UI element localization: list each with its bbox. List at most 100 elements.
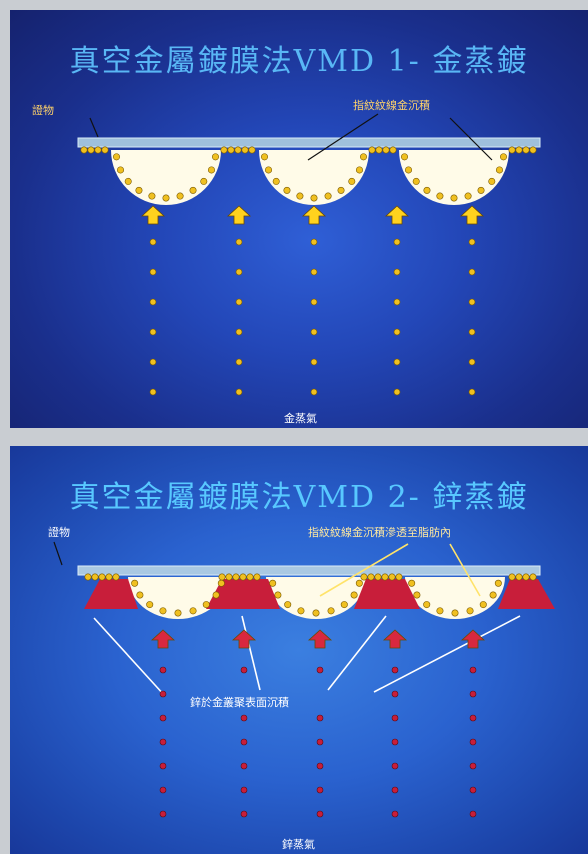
- gold-dot: [227, 146, 235, 154]
- vapor-dot: [159, 690, 167, 698]
- panel1-title: 真空金屬鍍膜法VMD 1- 金蒸鍍: [69, 44, 529, 79]
- vapor-dot: [149, 328, 157, 336]
- gold-dot: [367, 573, 375, 581]
- zinc-pointer: [93, 617, 166, 697]
- vapor-dot: [469, 738, 477, 746]
- vapor-dot: [393, 358, 401, 366]
- gold-dot: [248, 146, 256, 154]
- up-arrow: [384, 205, 410, 225]
- gold-dot: [98, 573, 106, 581]
- gold-dot: [261, 153, 269, 161]
- vapor-dot: [240, 762, 248, 770]
- vapor-dot: [391, 738, 399, 746]
- gold-dot: [272, 177, 280, 185]
- gold-dot: [284, 601, 292, 609]
- gold-dot: [466, 607, 474, 615]
- gold-dot: [488, 177, 496, 185]
- evidence-label: 證物: [48, 526, 70, 539]
- gold-dot: [296, 192, 304, 200]
- vapor-dot: [159, 762, 167, 770]
- penetration-pointer: [319, 543, 409, 597]
- gold-dot: [131, 579, 139, 587]
- gold-dot: [80, 146, 88, 154]
- deposit-pointer: [449, 117, 493, 161]
- zinc-vapor-dots: [159, 666, 477, 818]
- gold-dot: [479, 601, 487, 609]
- gold-dot: [359, 153, 367, 161]
- gold-dot: [350, 591, 358, 599]
- up-arrow: [307, 629, 333, 649]
- gold-dot: [159, 607, 167, 615]
- gold-dot: [348, 177, 356, 185]
- gold-dot: [234, 146, 242, 154]
- deposit-label: 指紋紋線金沉積: [353, 99, 430, 112]
- vapor-dot: [469, 690, 477, 698]
- zinc-deposit: [354, 579, 420, 609]
- vapor-dot: [149, 298, 157, 306]
- gold-dot: [253, 573, 261, 581]
- gold-dot: [360, 573, 368, 581]
- gold-dot: [355, 579, 363, 587]
- gold-dot: [395, 573, 403, 581]
- vapor-dot: [149, 358, 157, 366]
- vapor-dot: [235, 298, 243, 306]
- gold-dot: [105, 573, 113, 581]
- gold-evaporation-diagram: [77, 113, 541, 396]
- vapor-dot: [240, 666, 248, 674]
- gold-dot: [451, 609, 459, 617]
- up-arrow: [459, 205, 485, 225]
- vapor-dot: [310, 298, 318, 306]
- vapor-dot: [391, 690, 399, 698]
- gold-dot: [382, 146, 390, 154]
- gold-dot: [529, 573, 537, 581]
- gold-dot: [239, 573, 247, 581]
- zinc-vapor-label: 鋅蒸氣: [282, 838, 315, 851]
- gold-dot: [232, 573, 240, 581]
- vapor-dot: [240, 786, 248, 794]
- vapor-dot: [393, 328, 401, 336]
- vapor-dot: [240, 738, 248, 746]
- up-arrow: [301, 205, 327, 225]
- vapor-dot: [240, 810, 248, 818]
- gold-dot: [136, 591, 144, 599]
- vapor-dot: [159, 666, 167, 674]
- gold-dot: [189, 186, 197, 194]
- vapor-dot: [469, 786, 477, 794]
- vapor-dot: [469, 714, 477, 722]
- gold-dot: [246, 573, 254, 581]
- gold-dot: [423, 186, 431, 194]
- gold-dot: [265, 166, 273, 174]
- vapor-dot: [149, 388, 157, 396]
- vapor-dot: [391, 666, 399, 674]
- panel-zinc-evaporation: 真空金屬鍍膜法VMD 2- 鋅蒸鍍 證物 指紋紋線金沉積滲透至脂肪內 鋅於金叢聚…: [10, 446, 588, 854]
- gold-dot: [117, 166, 125, 174]
- panel2-title: 真空金屬鍍膜法VMD 2- 鋅蒸鍍: [69, 480, 529, 515]
- evidence-pointer: [53, 541, 63, 566]
- gold-dot: [436, 192, 444, 200]
- zinc-pointer: [373, 615, 521, 693]
- vapor-dot: [468, 388, 476, 396]
- vapor-dot: [393, 298, 401, 306]
- gold-dot: [87, 146, 95, 154]
- gold-dot: [189, 607, 197, 615]
- up-arrow: [140, 205, 166, 225]
- gold-dot: [508, 573, 516, 581]
- vapor-dot: [468, 238, 476, 246]
- fingerprint-ridge: [405, 577, 505, 619]
- gold-dot: [389, 146, 397, 154]
- vapor-dot: [159, 738, 167, 746]
- vapor-dot: [235, 358, 243, 366]
- gold-dot: [207, 166, 215, 174]
- vapor-dot: [393, 238, 401, 246]
- gold-vapor-label: 金蒸氣: [284, 412, 317, 425]
- up-arrow: [150, 629, 176, 649]
- gold-dot: [225, 573, 233, 581]
- vapor-dot: [393, 268, 401, 276]
- gold-dot: [324, 192, 332, 200]
- gold-dot: [375, 146, 383, 154]
- gold-dot: [374, 573, 382, 581]
- vapor-dot: [468, 358, 476, 366]
- vapor-dot: [235, 268, 243, 276]
- vapor-dot: [149, 268, 157, 276]
- gold-dot: [212, 591, 220, 599]
